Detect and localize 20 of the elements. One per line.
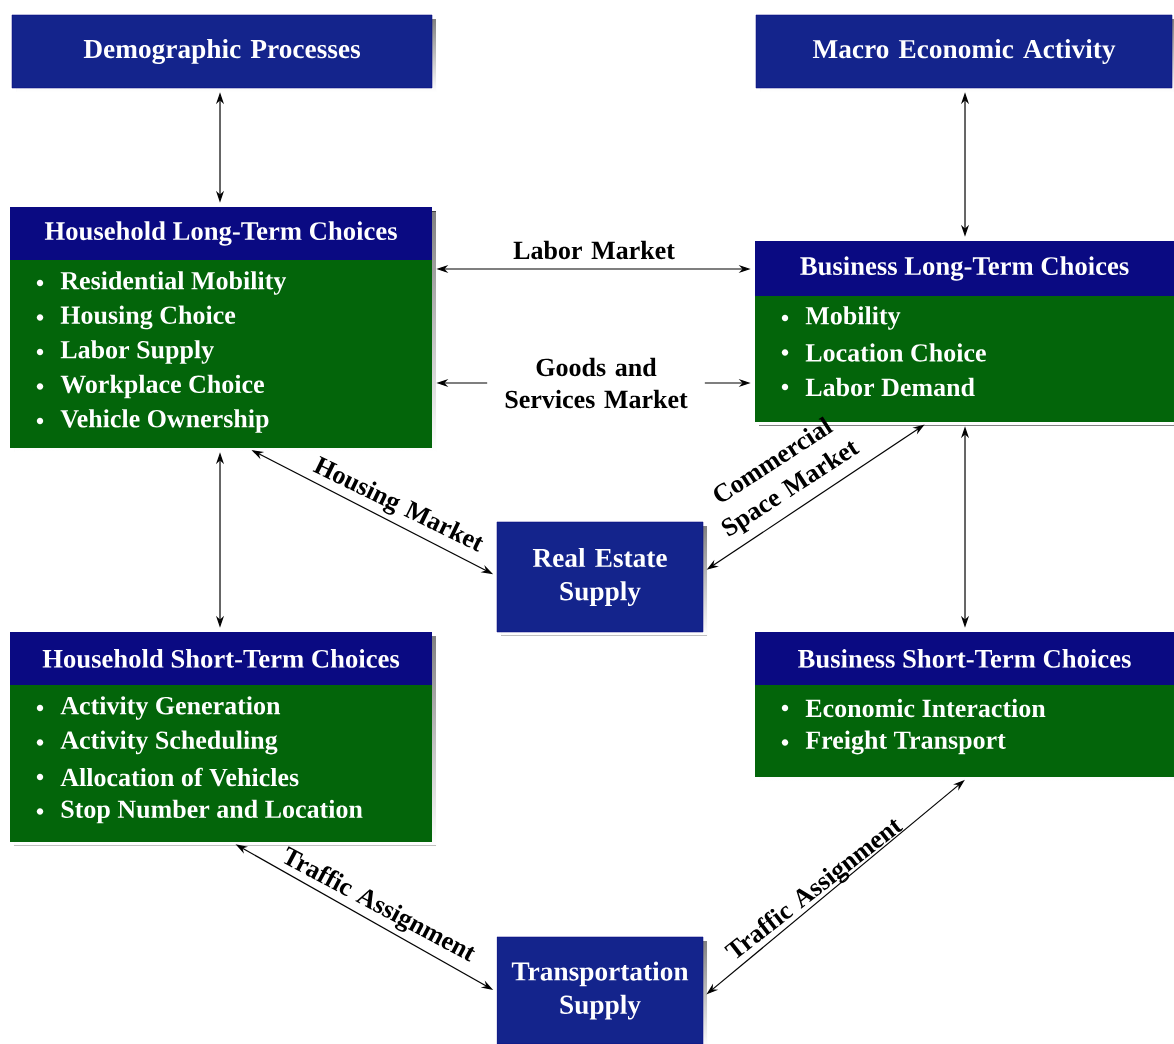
list-item: Activity Scheduling bbox=[60, 730, 278, 755]
list-item: Economic Interaction bbox=[805, 698, 1046, 718]
list-item: Allocation of Vehicles bbox=[60, 767, 299, 787]
list-item: Housing Choice bbox=[60, 305, 236, 330]
list-item: Freight Transport bbox=[805, 730, 1006, 755]
process-box: Demographic Processes bbox=[11, 14, 436, 92]
list-item: Stop Number and Location bbox=[61, 799, 363, 824]
list-item: Residential Mobility bbox=[60, 271, 287, 295]
list-item: Activity Generation bbox=[60, 696, 281, 720]
process-box: Macro Economic Activity bbox=[755, 14, 1174, 92]
list-item: Labor Supply bbox=[60, 340, 214, 364]
list-item: Workplace Choice bbox=[60, 374, 264, 399]
edge-label: Labor Market bbox=[513, 240, 675, 260]
process-box: Transportation Supply bbox=[496, 936, 707, 1044]
list-item: Vehicle Ownership bbox=[60, 409, 269, 433]
list-item: Labor Demand bbox=[805, 377, 975, 397]
process-box: Real Estate Supply bbox=[496, 521, 707, 636]
edge-label: Goods and Services Market bbox=[487, 356, 705, 410]
list-item: Location Choice bbox=[805, 343, 986, 362]
list-item: Mobility bbox=[805, 306, 901, 330]
